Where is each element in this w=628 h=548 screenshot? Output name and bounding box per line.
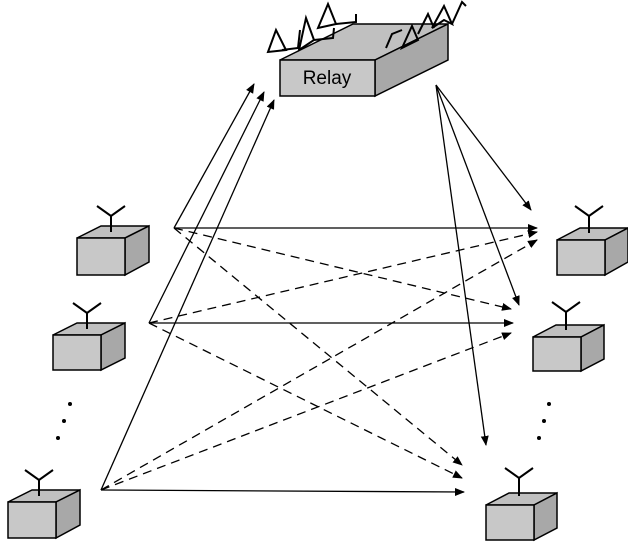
relay-box-front	[279, 59, 376, 97]
relay-node: Relay	[266, 0, 467, 98]
destination-node-2	[532, 301, 605, 373]
antenna-icon	[551, 301, 581, 330]
link-source1-dest2	[173, 227, 512, 311]
link-source2-destN	[148, 322, 463, 479]
destination-node-1	[556, 205, 628, 277]
relay-label: Relay	[303, 68, 352, 89]
link-relay-destN	[435, 84, 489, 446]
link-sourceN-destN	[100, 487, 465, 496]
link-source2-relay	[148, 91, 265, 324]
antenna-icon	[504, 467, 534, 496]
source-node-2	[52, 302, 126, 372]
antenna-icon	[96, 205, 126, 232]
ellipsis-dots	[537, 402, 551, 440]
link-source1-relay	[173, 83, 255, 229]
source-node-1	[76, 205, 150, 277]
link-sourceN-relay	[100, 99, 275, 491]
ellipsis-dots	[56, 402, 72, 440]
link-sourceN-dest1	[100, 239, 538, 491]
source-node-n	[7, 469, 81, 540]
antenna-icon	[574, 205, 604, 233]
link-source2-dest1	[148, 230, 538, 324]
link-source1-destN	[173, 227, 463, 466]
destination-node-n	[485, 467, 558, 542]
antenna-icon	[24, 469, 54, 496]
link-relay-dest2	[435, 84, 520, 306]
link-relay-dest1	[435, 84, 532, 211]
link-sourceN-dest2	[100, 332, 512, 491]
relay-antenna-left-icon	[266, 1, 357, 54]
antenna-icon	[72, 302, 102, 329]
relay-antenna-right-icon	[385, 0, 467, 51]
